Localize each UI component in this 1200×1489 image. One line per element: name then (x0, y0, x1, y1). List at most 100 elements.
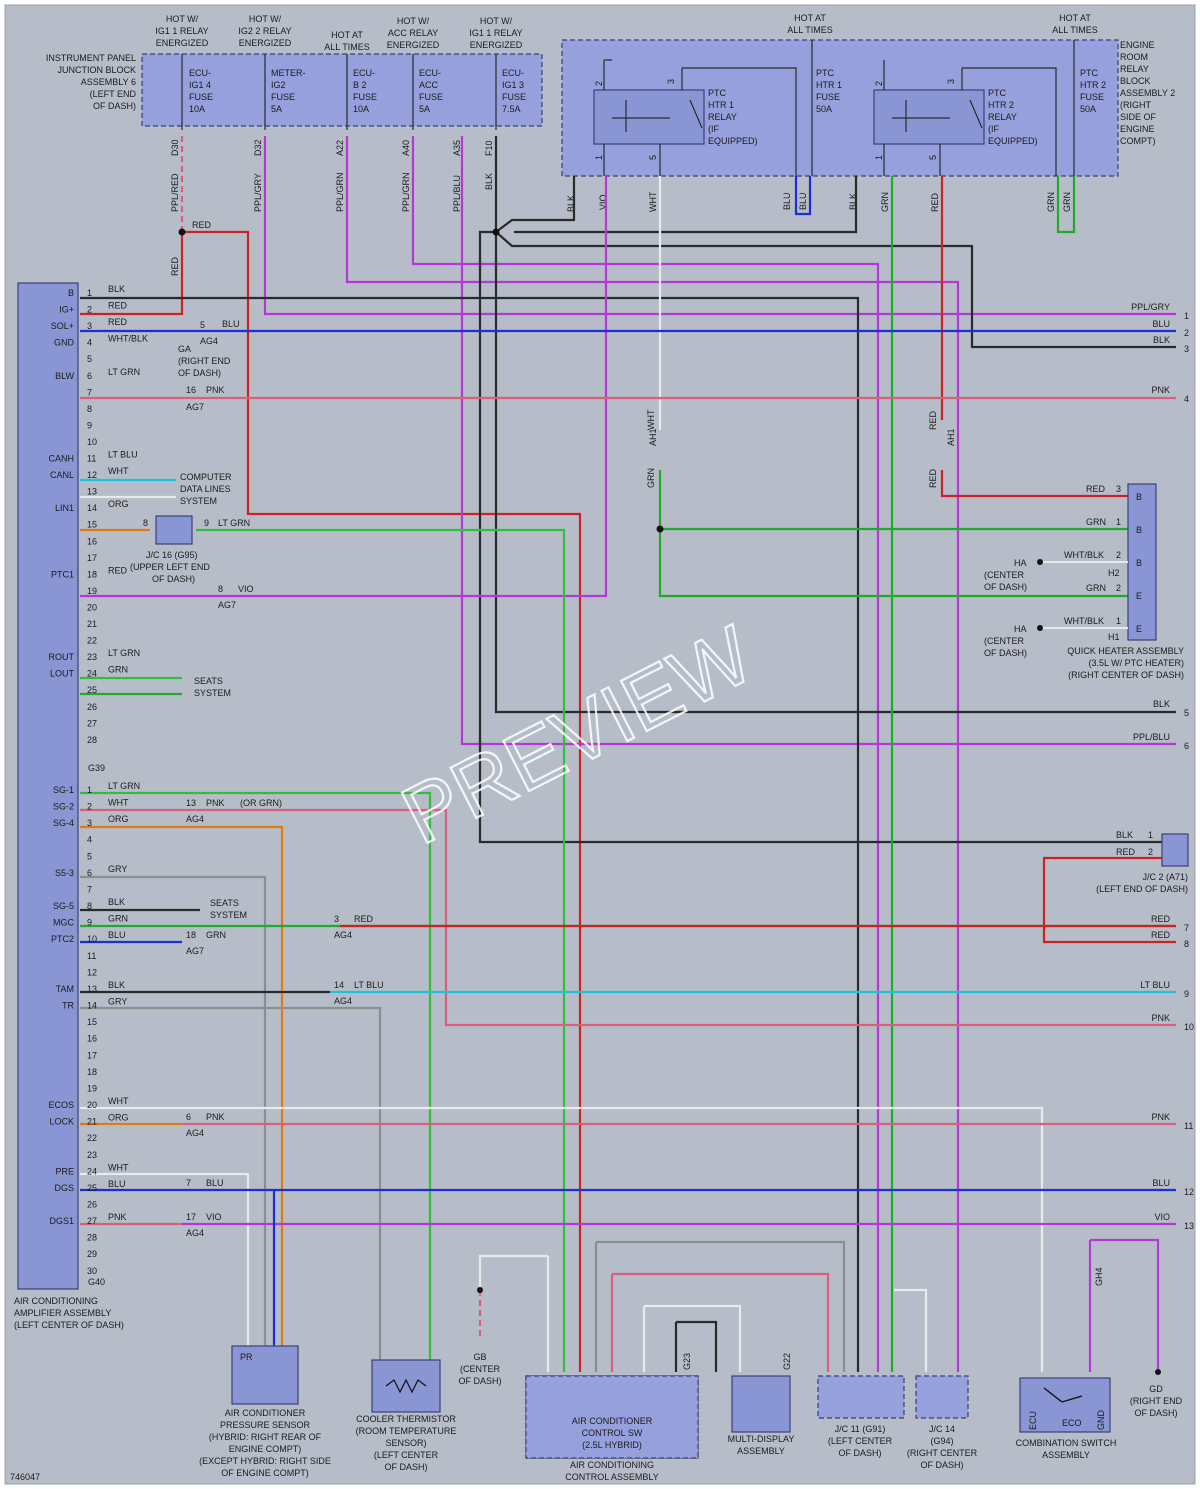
svg-text:8: 8 (143, 518, 148, 528)
svg-text:HTR 2: HTR 2 (988, 100, 1014, 110)
svg-text:PTC: PTC (1080, 68, 1099, 78)
svg-text:7: 7 (186, 1178, 191, 1188)
svg-text:VIO: VIO (206, 1212, 222, 1222)
svg-text:J/C 11 (G91): J/C 11 (G91) (835, 1424, 886, 1434)
svg-text:GB: GB (473, 1352, 486, 1362)
svg-text:RED: RED (928, 410, 938, 430)
amp-g39-pin-number: 13 (87, 487, 97, 497)
right-wire-number: 10 (1184, 1022, 1194, 1032)
amp-g39-pin-number: 20 (87, 602, 97, 612)
jc14-connector (915, 1375, 969, 1419)
svg-text:ENERGIZED: ENERGIZED (156, 38, 209, 48)
svg-text:GRN: GRN (1062, 192, 1072, 212)
amp-g39-pin-number: 10 (87, 437, 97, 447)
amp-g40-pin-number: 2 (87, 802, 92, 812)
svg-text:(RIGHT END: (RIGHT END (178, 356, 231, 366)
svg-text:2: 2 (594, 81, 604, 86)
amp-g40-pin-number: 23 (87, 1150, 97, 1160)
amp-g39-pin-number: 17 (87, 553, 97, 563)
svg-text:HOT W/: HOT W/ (397, 16, 430, 26)
amp-g40-pin-name: ECOS (48, 1100, 74, 1110)
svg-text:BLK: BLK (566, 195, 576, 212)
svg-text:QUICK HEATER ASSEMBLY: QUICK HEATER ASSEMBLY (1067, 646, 1184, 656)
svg-text:AH1: AH1 (946, 428, 956, 446)
amp-g40-pin-number: 19 (87, 1083, 97, 1093)
svg-text:B: B (1136, 558, 1142, 568)
svg-text:(CENTER: (CENTER (984, 570, 1024, 580)
amp-g40-pin-number: 5 (87, 851, 92, 861)
svg-text:6: 6 (186, 1112, 191, 1122)
svg-text:(RIGHT END: (RIGHT END (1130, 1396, 1183, 1406)
svg-text:3: 3 (334, 914, 339, 924)
svg-text:(RIGHT CENTER: (RIGHT CENTER (907, 1448, 978, 1458)
svg-text:CONTROL ASSEMBLY: CONTROL ASSEMBLY (565, 1472, 659, 1482)
svg-text:AIR CONDITIONER: AIR CONDITIONER (225, 1408, 306, 1418)
amp-g40-pin-number: 15 (87, 1017, 97, 1027)
svg-text:IG2: IG2 (271, 80, 286, 90)
amp-g40-pin-wire: GRN (108, 914, 128, 924)
amp-g39-pin-name: LIN1 (55, 503, 74, 513)
svg-text:PRESSURE SENSOR: PRESSURE SENSOR (220, 1420, 311, 1430)
amp-g39-pin-name: ROUT (49, 652, 75, 662)
svg-text:BLU: BLU (798, 192, 808, 210)
svg-text:OF DASH): OF DASH) (458, 1376, 501, 1386)
svg-text:(LEFT END OF DASH): (LEFT END OF DASH) (1096, 884, 1188, 894)
right-wire-label: PNK (1151, 385, 1170, 395)
svg-text:SIDE OF: SIDE OF (1120, 112, 1157, 122)
amp-g40-pin-name: TAM (56, 984, 74, 994)
svg-text:50A: 50A (816, 104, 832, 114)
svg-text:A35: A35 (452, 140, 462, 156)
svg-text:PTC: PTC (708, 88, 727, 98)
amp-g40-pin-number: 10 (87, 934, 97, 944)
svg-text:SYSTEM: SYSTEM (180, 496, 217, 506)
svg-text:AG7: AG7 (186, 402, 204, 412)
svg-text:RED: RED (354, 914, 374, 924)
right-wire-number: 9 (1184, 989, 1189, 999)
amp-g39-pin-number: 11 (87, 454, 96, 464)
amp-g40-pin-number: 16 (87, 1034, 97, 1044)
amp-g40-pin-number: 13 (87, 984, 97, 994)
svg-text:BLK: BLK (484, 173, 494, 190)
amp-g39-pin-number: 24 (87, 669, 97, 679)
amp-g40-pin-number: 4 (87, 835, 92, 845)
amp-g39-pin-wire: BLK (108, 284, 125, 294)
svg-text:ECU: ECU (1028, 1411, 1038, 1430)
svg-text:14: 14 (334, 980, 344, 990)
right-wire-number: 1 (1184, 311, 1189, 321)
svg-text:GRN: GRN (1086, 517, 1106, 527)
svg-text:PNK: PNK (206, 798, 225, 808)
amp-g39-pin-name: SOL+ (51, 321, 74, 331)
junction-block-label: INSTRUMENT PANEL JUNCTION BLOCK ASSEMBLY… (46, 53, 137, 111)
hot-labels: HOT W/ IG1 1 RELAY ENERGIZED HOT W/ IG2 … (155, 14, 522, 52)
svg-text:FUSE: FUSE (189, 92, 213, 102)
multi-display-assembly (731, 1375, 791, 1433)
splice-dots (178, 228, 1161, 1375)
amp-g40-pin-number: 14 (87, 1001, 97, 1011)
amp-g40-pin-number: 6 (87, 868, 92, 878)
svg-text:OF ENGINE COMPT): OF ENGINE COMPT) (221, 1468, 309, 1478)
amp-g40-pin-wire: BLU (108, 1179, 126, 1189)
amp-g39-pin-wire: LT GRN (108, 648, 140, 658)
right-wire-label: RED (1151, 914, 1171, 924)
right-wire-label: PPL/GRY (1131, 302, 1170, 312)
svg-text:GND: GND (1096, 1410, 1106, 1431)
amp-g39-pin-name: B (68, 288, 74, 298)
svg-text:ENGINE: ENGINE (1120, 40, 1155, 50)
svg-text:IG1 3: IG1 3 (502, 80, 524, 90)
amp-g39-pin-number: 18 (87, 569, 97, 579)
bottom-labels: AIR CONDITIONER PRESSURE SENSOR (HYBRID:… (10, 1267, 1183, 1482)
svg-text:AMPLIFIER ASSEMBLY: AMPLIFIER ASSEMBLY (14, 1308, 111, 1318)
amp-g39-pin-number: 2 (87, 305, 92, 315)
svg-text:HTR 1: HTR 1 (708, 100, 734, 110)
amp-g40-pin-wire: BLU (108, 930, 126, 940)
right-wire-label: BLU (1152, 319, 1170, 329)
svg-text:2: 2 (1116, 583, 1121, 593)
svg-text:AG4: AG4 (186, 814, 204, 824)
svg-text:ASSEMBLY: ASSEMBLY (1042, 1450, 1090, 1460)
svg-text:B: B (1136, 525, 1142, 535)
svg-text:ENGINE: ENGINE (1120, 124, 1155, 134)
amp-g40-pin-number: 18 (87, 1067, 97, 1077)
amp-g40-pin-number: 29 (87, 1249, 97, 1259)
